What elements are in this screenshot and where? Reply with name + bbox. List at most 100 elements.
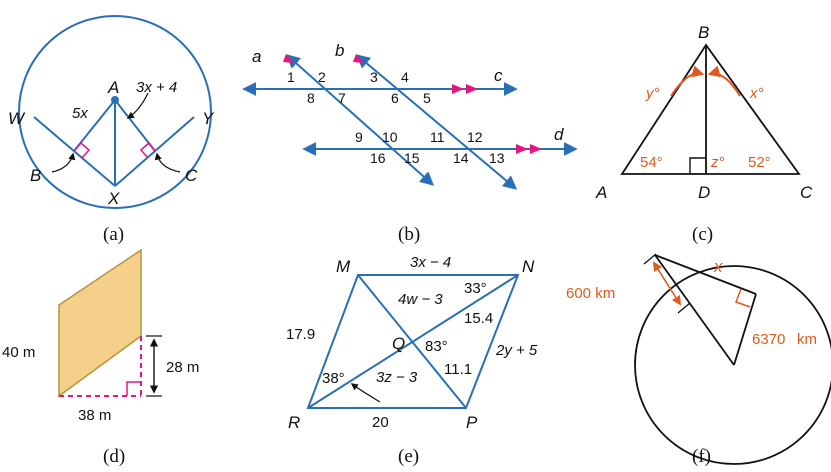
chord-yx: [114, 116, 195, 187]
point-c-c: C: [800, 183, 813, 202]
figure-d: 40 m 28 m 38 m (d): [2, 248, 199, 467]
angle-3: 3: [370, 69, 378, 85]
point-n: N: [522, 257, 535, 276]
angle-7: 7: [338, 90, 346, 106]
seg-3z-minus-3: 3z − 3: [376, 369, 418, 386]
point-x: X: [107, 189, 120, 208]
figure-c: B A D C y° x° 54° z° 52° (c): [595, 23, 813, 245]
side-3x-minus-4: 3x − 4: [410, 254, 451, 271]
marker-c-1: [452, 84, 464, 94]
angle-10: 10: [382, 129, 398, 145]
line-label-d: d: [554, 125, 564, 144]
side-17-9: 17.9: [286, 326, 315, 343]
pointer-b: [51, 152, 76, 173]
label-40m: 40 m: [2, 344, 35, 361]
center-dot: [111, 96, 119, 104]
point-y: Y: [202, 109, 215, 128]
figure-e: M N R P Q 3x − 4 17.9 2y + 5 20 4w − 3 1…: [286, 254, 538, 467]
angle-4: 4: [401, 69, 409, 85]
point-c: C: [185, 166, 198, 185]
angle-label-z: z°: [710, 154, 725, 171]
dimension-600: [652, 261, 682, 306]
point-d: D: [698, 183, 710, 202]
line-label-a: a: [252, 47, 261, 66]
angle-label-52: 52°: [748, 154, 771, 171]
right-angle-d: [689, 157, 706, 174]
chord-wx: [33, 116, 116, 187]
angle-5: 5: [423, 90, 431, 106]
label-600km: 600 km: [566, 285, 615, 302]
angle-16: 16: [370, 150, 386, 166]
marker-d-2: [530, 144, 542, 154]
caption-d: (d): [103, 446, 125, 467]
label-28m: 28 m: [166, 359, 199, 376]
expr-3x-plus-4: 3x + 4: [136, 79, 177, 96]
point-p: P: [466, 413, 478, 432]
point-q: Q: [392, 334, 405, 353]
earth-circle: [634, 265, 831, 465]
right-angle-c: [139, 141, 156, 159]
arc-y: [670, 65, 705, 97]
angle-33: 33°: [464, 280, 487, 297]
figure-b: a b c d 1 2 3 4 5 6 7 8 9 10 11 12 13 14…: [242, 41, 578, 245]
right-angle-d-fig: [126, 381, 141, 396]
seg-15-4: 15.4: [464, 310, 493, 327]
segment-ac: [114, 99, 156, 152]
label-km-unit: km: [797, 331, 817, 348]
angle-9: 9: [355, 129, 363, 145]
angle-14: 14: [453, 150, 469, 166]
caption-f: (f): [692, 446, 711, 467]
tick-top-f: [643, 253, 657, 265]
point-b-c: B: [698, 23, 709, 42]
angle-label-x: x°: [749, 85, 764, 102]
line-b: [355, 54, 518, 190]
angle-label-y: y°: [645, 85, 660, 102]
angle-83: 83°: [425, 338, 448, 355]
angle-38: 38°: [322, 370, 345, 387]
angle-6: 6: [391, 90, 399, 106]
figure-a: W A Y B X C 5x 3x + 4 (a): [8, 15, 215, 245]
arc-x: [707, 65, 741, 97]
label-x-tangent: x: [713, 257, 723, 276]
side-2y-plus-5: 2y + 5: [495, 342, 538, 359]
triangle-abc: [620, 43, 801, 175]
label-38m: 38 m: [78, 407, 111, 424]
caption-b: (b): [398, 224, 420, 245]
line-label-b: b: [335, 41, 344, 60]
seg-4w-minus-3: 4w − 3: [398, 291, 443, 308]
pointer-3z: [350, 383, 381, 403]
seg-11-1: 11.1: [444, 361, 472, 378]
radius-6370: [733, 293, 757, 366]
caption-c: (c): [692, 224, 713, 245]
right-angle-b: [73, 141, 91, 159]
caption-a: (a): [103, 224, 124, 245]
label-6370: 6370: [752, 331, 785, 348]
angle-15: 15: [404, 150, 420, 166]
point-w: W: [8, 109, 26, 128]
angle-1: 1: [287, 69, 295, 85]
pointer-expr: [126, 92, 149, 119]
arrow-a: [283, 54, 294, 63]
caption-e: (e): [398, 446, 419, 467]
angle-label-54: 54°: [640, 154, 663, 171]
angle-13: 13: [489, 150, 505, 166]
diagonal-nr: [307, 274, 519, 409]
side-20: 20: [372, 414, 389, 431]
expr-5x: 5x: [72, 105, 88, 122]
point-m: M: [336, 257, 351, 276]
marker-c-2: [466, 84, 478, 94]
parallelogram-d: [58, 248, 142, 398]
line-label-c: c: [494, 66, 503, 85]
point-b: B: [30, 166, 41, 185]
point-a: A: [107, 78, 119, 97]
pointer-c: [154, 152, 181, 173]
angle-11: 11: [430, 129, 445, 145]
tick-bottom-f: [677, 302, 691, 314]
circle-a: [18, 15, 212, 209]
arrow-b: [353, 54, 364, 63]
angle-8: 8: [307, 90, 315, 106]
marker-d-1: [516, 144, 528, 154]
figure-f: 600 km 6370 km x (f): [566, 253, 831, 467]
angle-12: 12: [467, 129, 483, 145]
